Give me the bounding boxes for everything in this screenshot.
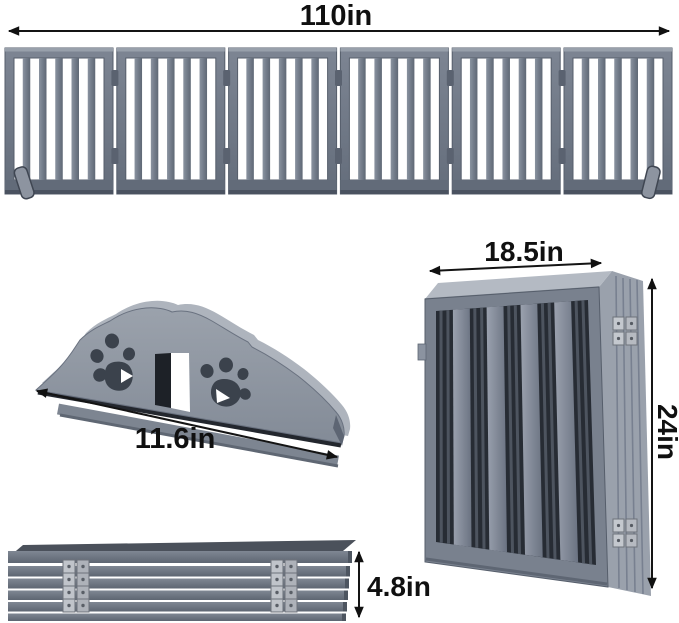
stacked-panels-illustration <box>8 540 356 621</box>
dimension-label-foot-length: 11.6in <box>135 423 216 455</box>
folded-gate-illustration <box>417 271 651 596</box>
dimension-label-stacked-height: 4.8in <box>367 571 431 602</box>
left-support-foot-icon <box>13 166 35 200</box>
dimension-arrows <box>7 26 671 619</box>
panel-slot <box>155 353 190 412</box>
dimension-arrow-folded-width <box>428 258 603 276</box>
dimension-label-folded-width: 18.5in <box>484 236 563 267</box>
expanded-gate-illustration <box>4 47 673 200</box>
gate-latch-tab <box>417 343 427 361</box>
dimension-label-total-width: 110in <box>300 0 373 32</box>
right-support-foot-icon <box>641 165 661 200</box>
dimension-label-folded-height: 24in <box>652 404 679 460</box>
paw-print-left-icon <box>90 333 136 391</box>
panel-hinges <box>111 70 566 164</box>
dimension-arrow-foot-length <box>35 388 339 460</box>
